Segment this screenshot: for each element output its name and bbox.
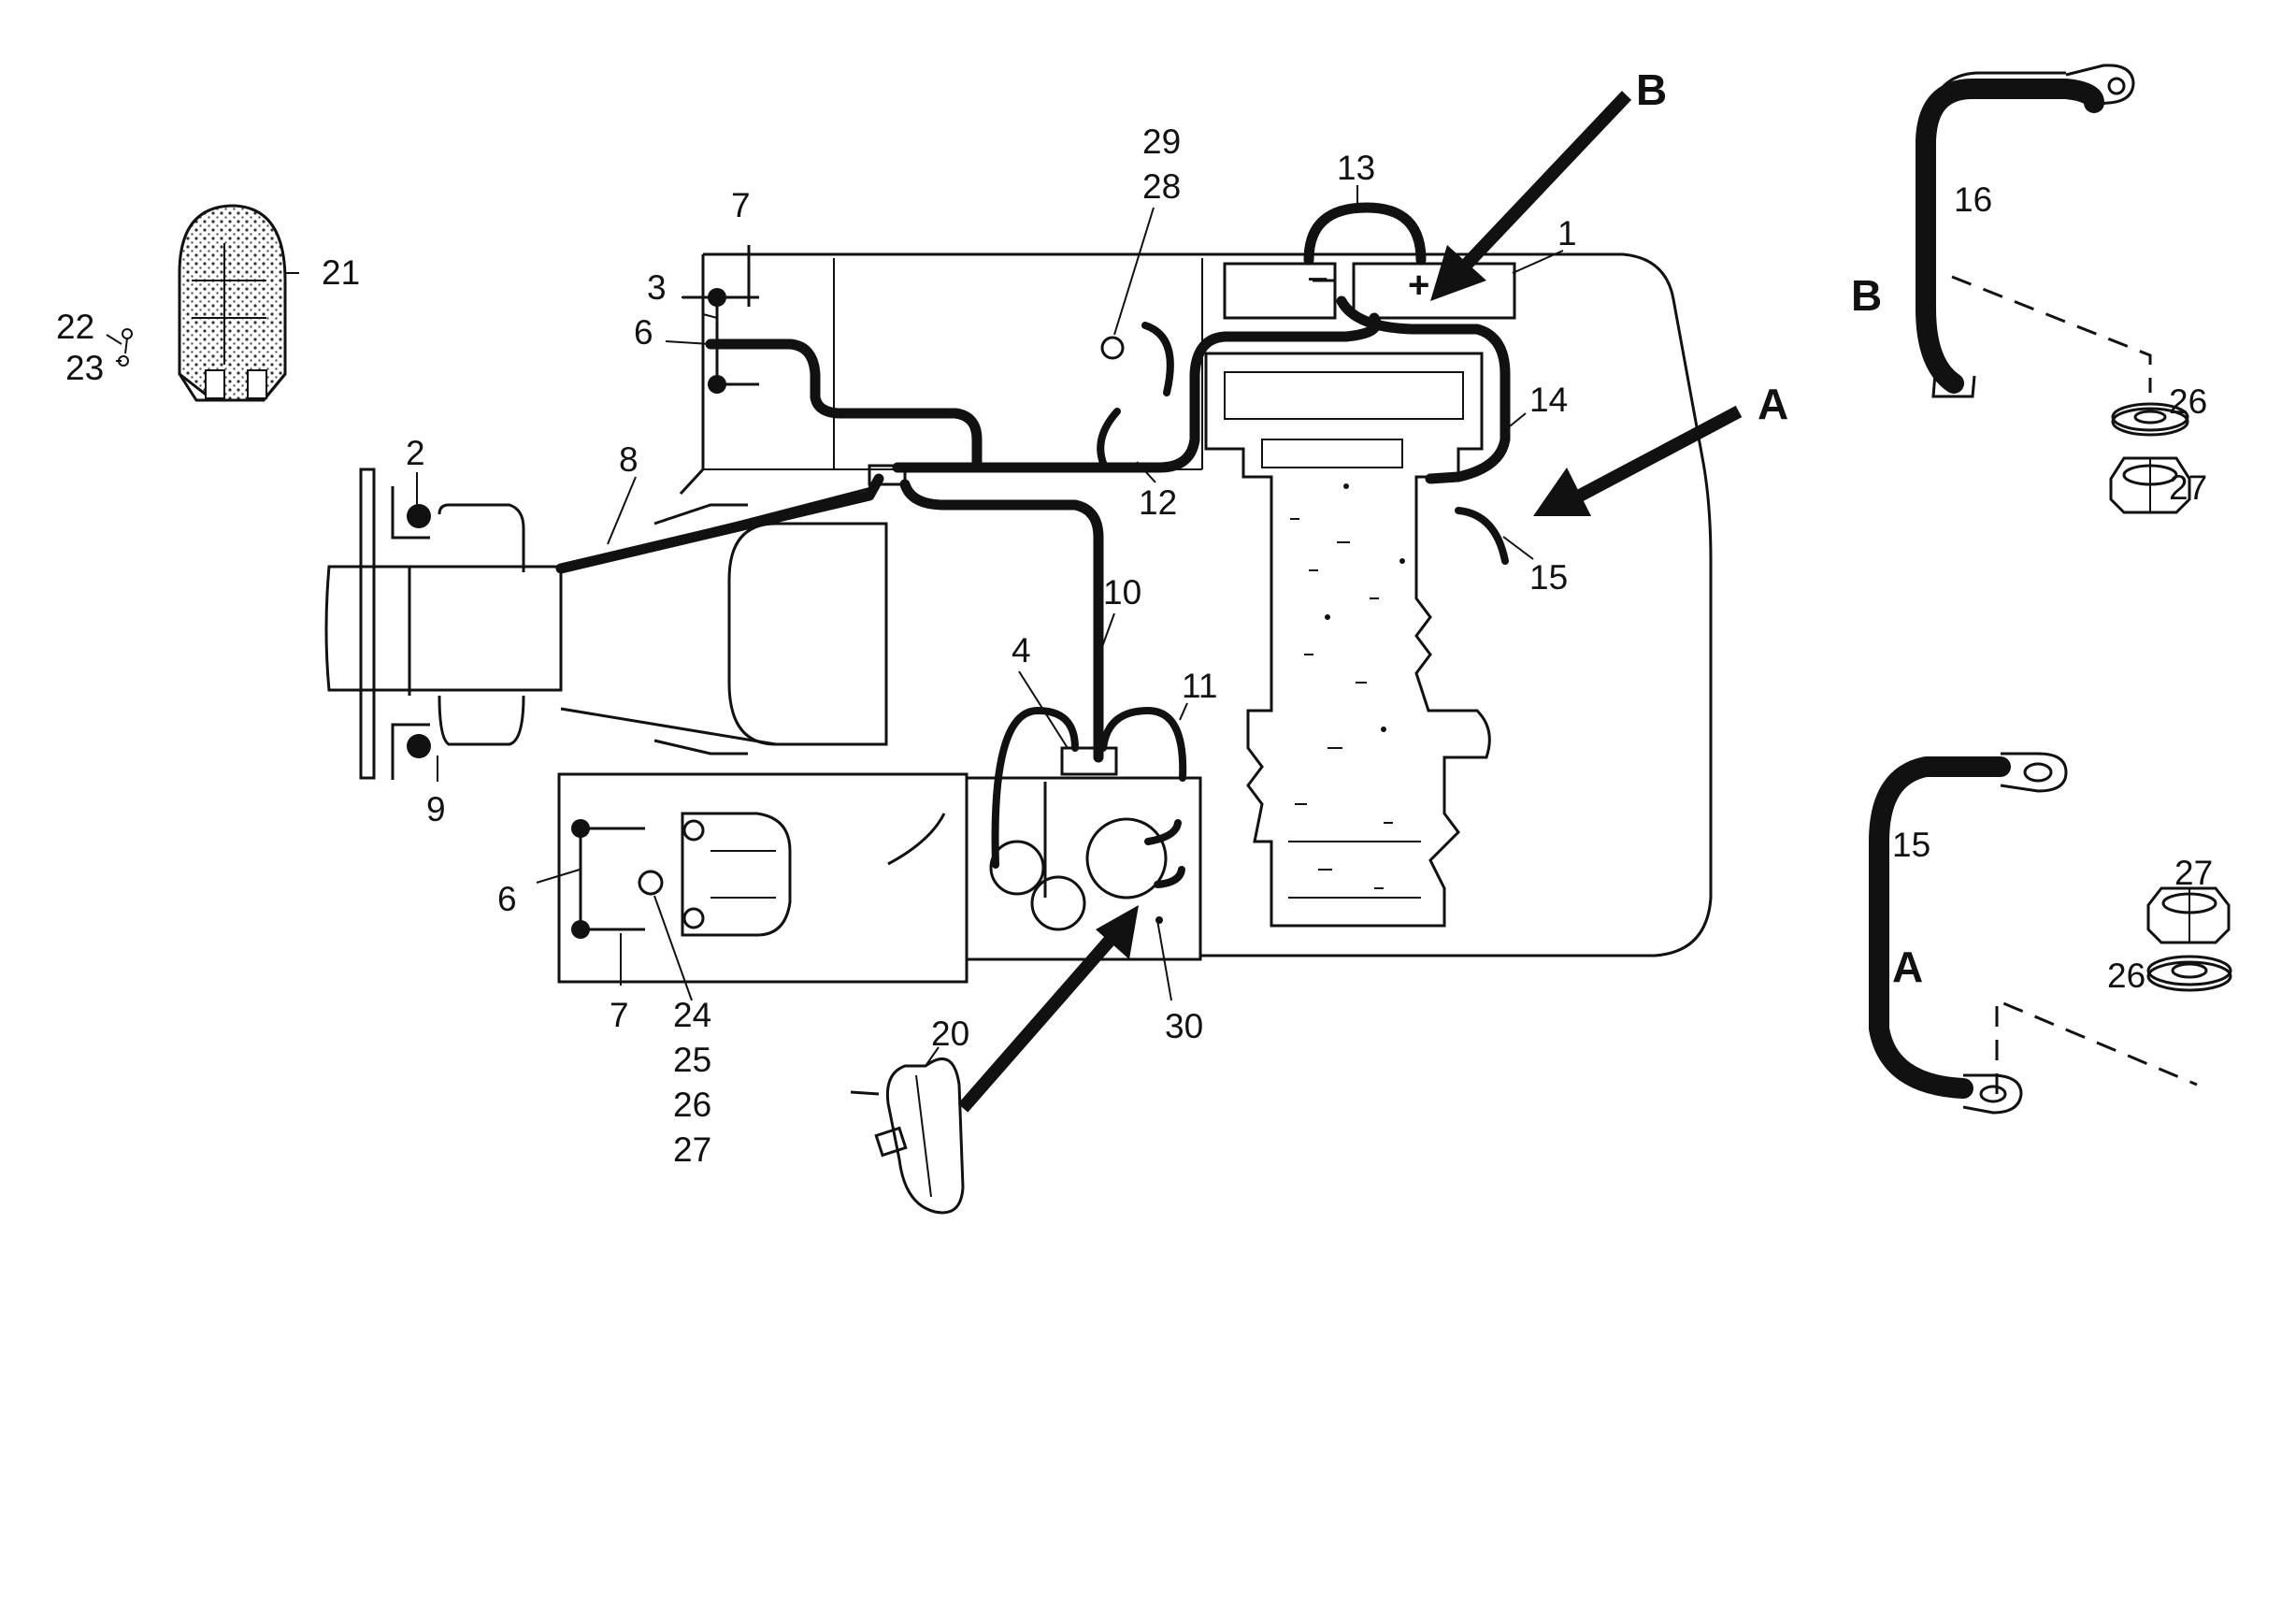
callout-16: 16 bbox=[1954, 180, 1992, 219]
callout-7-lower: 7 bbox=[610, 996, 629, 1034]
view-letter-b-main: B bbox=[1636, 65, 1667, 114]
callout-9: 9 bbox=[426, 790, 446, 828]
nut-27-b bbox=[2109, 456, 2191, 514]
callout-1: 1 bbox=[1557, 214, 1577, 252]
callout-25: 25 bbox=[673, 1041, 711, 1079]
callout-13: 13 bbox=[1337, 149, 1375, 187]
arrow-tie-strap bbox=[957, 905, 1139, 1113]
engine-block bbox=[1204, 352, 1491, 928]
view-letter-a-detail: A bbox=[1892, 943, 1923, 991]
cable-10 bbox=[899, 479, 1104, 763]
callout-8: 8 bbox=[619, 440, 639, 479]
terminal-bracket-upper bbox=[682, 245, 759, 394]
starter-panel bbox=[965, 706, 1202, 961]
callout-30: 30 bbox=[1165, 1007, 1203, 1045]
view-arrow-a bbox=[1533, 405, 1743, 516]
callout-29: 29 bbox=[1142, 122, 1181, 161]
callout-26-a: 26 bbox=[2107, 957, 2145, 995]
washer-26-a bbox=[2146, 955, 2232, 992]
battery-negative-label: − bbox=[1307, 259, 1328, 300]
callout-7-upper: 7 bbox=[731, 186, 751, 224]
callout-26-b: 26 bbox=[2169, 382, 2207, 421]
callout-4: 4 bbox=[1012, 631, 1031, 669]
callout-26: 26 bbox=[673, 1086, 711, 1124]
battery-positive-label: + bbox=[1408, 265, 1429, 306]
detail-b-cable-16 bbox=[1916, 64, 2152, 398]
battery-strap bbox=[1303, 202, 1427, 266]
nut-27-a bbox=[2146, 886, 2231, 944]
view-letter-a-main: A bbox=[1758, 380, 1788, 428]
connector-24 bbox=[638, 870, 664, 896]
view-letters: B A B A bbox=[1636, 65, 1923, 991]
callout-12: 12 bbox=[1139, 483, 1177, 522]
cable-junction bbox=[868, 464, 907, 486]
callout-27: 27 bbox=[673, 1130, 711, 1169]
cable-6-upper bbox=[705, 338, 983, 473]
washer-26-b bbox=[2111, 402, 2189, 437]
leader-lines bbox=[106, 185, 1564, 1067]
ground-stud-2 bbox=[391, 486, 431, 540]
cable-11-loop-right bbox=[1099, 706, 1187, 782]
view-arrow-b bbox=[1430, 91, 1632, 301]
cable-15-stub bbox=[1455, 507, 1509, 565]
steering-housing bbox=[324, 468, 888, 780]
callout-6-upper: 6 bbox=[634, 313, 653, 352]
battery: − + bbox=[1223, 202, 1516, 320]
ground-stud-9 bbox=[391, 723, 431, 780]
callout-20: 20 bbox=[931, 1015, 969, 1053]
callout-2: 2 bbox=[406, 434, 425, 472]
terminal-4 bbox=[1060, 746, 1118, 776]
callout-labels: 1 2 3 4 6 6 7 7 8 9 10 11 12 13 14 15 15… bbox=[56, 122, 2213, 1169]
detail-a-cable-15 bbox=[1869, 752, 2198, 1115]
callout-11: 11 bbox=[1182, 667, 1217, 705]
fuse-block-21 bbox=[178, 204, 287, 402]
view-letter-b-detail: B bbox=[1851, 271, 1882, 320]
callout-27-a: 27 bbox=[2174, 854, 2213, 892]
tie-strap-20 bbox=[850, 1057, 965, 1215]
cable-14 bbox=[1336, 295, 1511, 484]
callout-22: 22 bbox=[56, 308, 94, 346]
callout-24: 24 bbox=[673, 996, 711, 1034]
callout-23: 23 bbox=[65, 349, 104, 387]
callout-3: 3 bbox=[647, 268, 667, 307]
callout-10: 10 bbox=[1103, 573, 1141, 612]
callout-14: 14 bbox=[1529, 381, 1568, 419]
cable-11-loop-left bbox=[991, 706, 1079, 869]
callout-15: 15 bbox=[1529, 558, 1568, 597]
callout-21: 21 bbox=[322, 253, 360, 292]
grommet-29 bbox=[1100, 336, 1125, 360]
callout-15-detail: 15 bbox=[1892, 826, 1930, 864]
callout-28: 28 bbox=[1142, 167, 1181, 206]
callout-27-b: 27 bbox=[2169, 468, 2207, 507]
callout-6-lower: 6 bbox=[497, 880, 517, 918]
cable-12 bbox=[892, 312, 1382, 473]
